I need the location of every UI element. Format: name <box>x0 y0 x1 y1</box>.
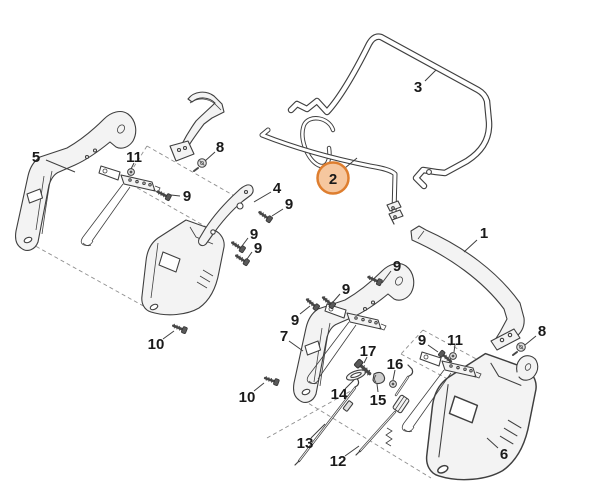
callout-9-g[interactable]: 9 <box>291 312 299 329</box>
part-4-bracket <box>198 184 254 247</box>
callout-9-e[interactable]: 9 <box>393 258 401 275</box>
leader-lines <box>45 69 537 457</box>
callout-11-right[interactable]: 11 <box>447 332 463 349</box>
part-6-handle-housing-right <box>425 352 539 481</box>
part-2-control-bar <box>262 118 404 225</box>
callout-16[interactable]: 16 <box>387 356 404 373</box>
grip-bracket-top-left <box>169 91 225 162</box>
part-1-upper-handle <box>410 225 525 351</box>
callout-9-f[interactable]: 9 <box>342 281 350 298</box>
callout-7[interactable]: 7 <box>280 328 288 345</box>
callout-11-left[interactable]: 11 <box>126 149 142 166</box>
callout-14[interactable]: 14 <box>331 386 348 403</box>
part-15-grommet <box>372 371 386 385</box>
callout-8-left[interactable]: 8 <box>216 139 224 156</box>
callout-9-a[interactable]: 9 <box>183 188 191 205</box>
part-3-handlebar <box>291 37 489 186</box>
construction-lines <box>29 145 514 479</box>
part-16-nut <box>389 380 397 388</box>
callout-9-c[interactable]: 9 <box>250 226 258 243</box>
callout-10-right[interactable]: 10 <box>239 389 256 406</box>
part-12-cable <box>355 364 414 456</box>
part-13-cable <box>294 375 360 466</box>
callout-5[interactable]: 5 <box>32 149 40 166</box>
callout-4[interactable]: 4 <box>273 180 282 197</box>
callout-15[interactable]: 15 <box>370 392 387 409</box>
callout-17[interactable]: 17 <box>360 343 377 360</box>
callout-9-h[interactable]: 9 <box>418 332 426 349</box>
callout-13[interactable]: 13 <box>297 435 314 452</box>
callout-1[interactable]: 1 <box>480 225 488 242</box>
callout-12[interactable]: 12 <box>330 453 347 470</box>
callout-10-left[interactable]: 10 <box>148 336 165 353</box>
part-5-handle-housing-left <box>14 110 137 251</box>
callout-9-b[interactable]: 9 <box>285 196 293 213</box>
highlight-circle-item-2[interactable] <box>316 161 350 195</box>
rail-tube-left <box>80 165 161 247</box>
screws-10 <box>170 321 281 388</box>
callout-2-highlighted[interactable]: 2 <box>329 171 337 188</box>
callout-9-d[interactable]: 9 <box>254 240 262 257</box>
callout-8-right[interactable]: 8 <box>538 323 546 340</box>
callout-6[interactable]: 6 <box>500 446 508 463</box>
callout-3[interactable]: 3 <box>414 79 422 96</box>
